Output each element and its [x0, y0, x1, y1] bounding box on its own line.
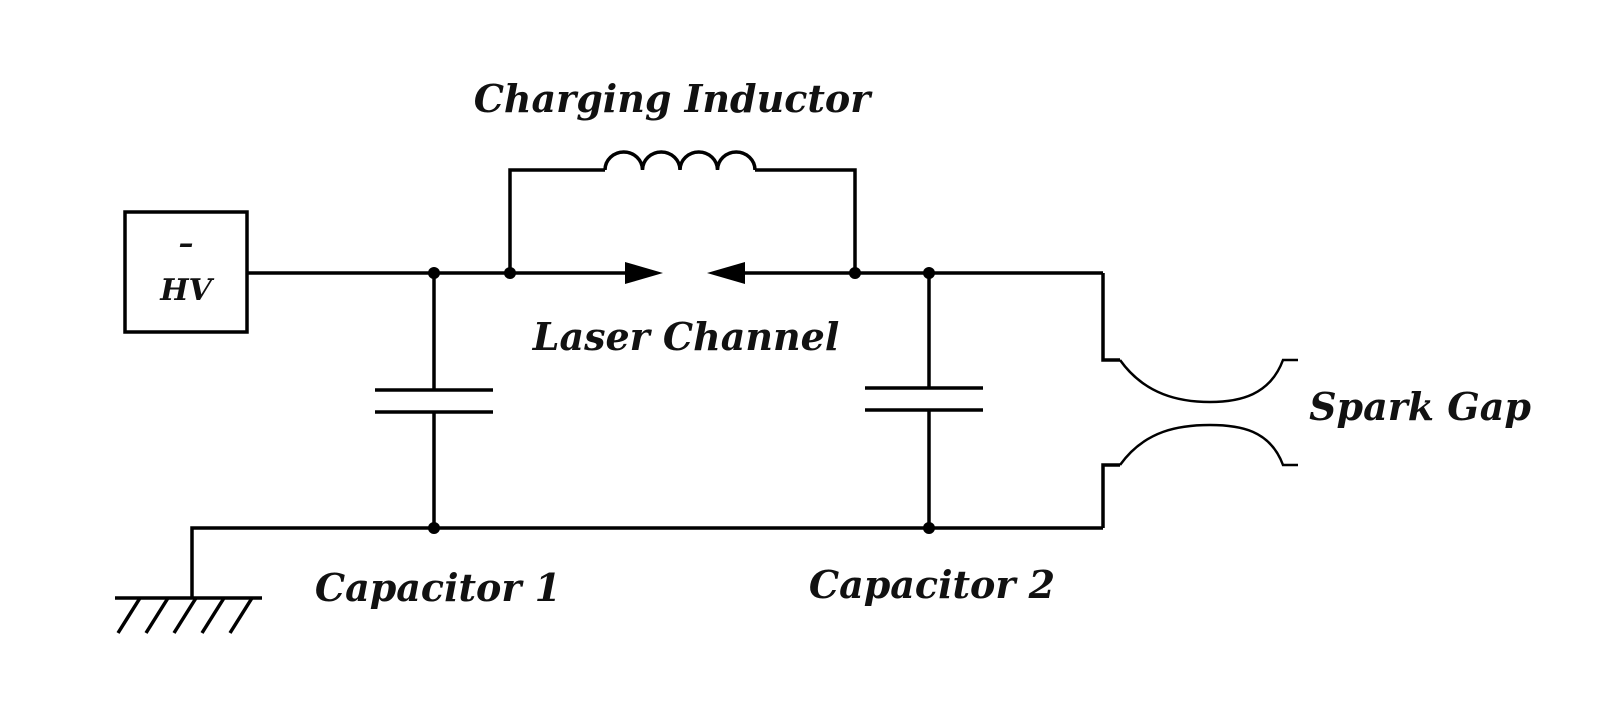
hv-source: – HV: [123, 210, 249, 334]
junction-dots: [428, 267, 935, 534]
capacitor-1-label: Capacitor 1: [315, 565, 561, 610]
hv-sign: –: [179, 226, 194, 261]
capacitor-1: [375, 273, 493, 528]
junction-dot: [849, 267, 861, 279]
laser-channel-label: Laser Channel: [532, 314, 840, 359]
capacitor-2-label: Capacitor 2: [809, 562, 1055, 607]
junction-dot: [428, 522, 440, 534]
top-wire: [247, 271, 1120, 528]
junction-dot: [923, 267, 935, 279]
charging-inductor-label: Charging Inductor: [474, 76, 874, 121]
spark-gap-label: Spark Gap: [1309, 384, 1531, 429]
junction-dot: [923, 522, 935, 534]
charging-inductor: [508, 150, 857, 273]
hv-label: HV: [159, 273, 214, 308]
arrow-left-icon: [707, 262, 745, 284]
spark-gap: [1118, 358, 1298, 467]
junction-dot: [428, 267, 440, 279]
capacitor-2: [865, 273, 983, 528]
arrow-right-icon: [625, 262, 663, 284]
junction-dot: [504, 267, 516, 279]
ground-wire: [190, 526, 1103, 598]
ground-icon: [115, 596, 262, 634]
